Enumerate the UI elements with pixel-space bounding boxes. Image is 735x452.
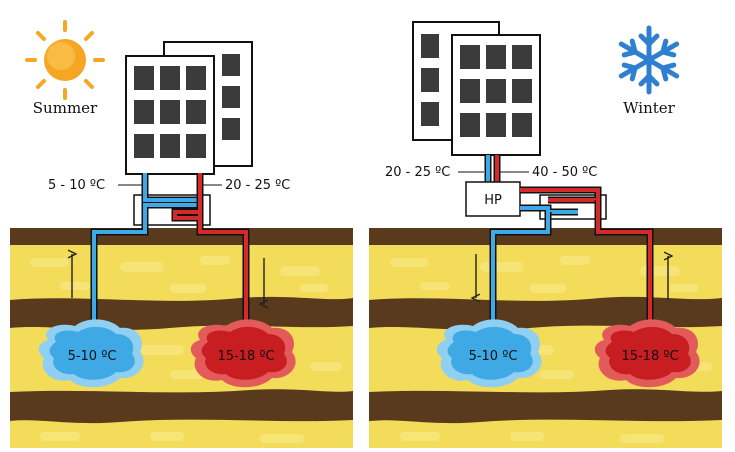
rock-band bbox=[369, 389, 722, 424]
cold-pipe-temp: 20 - 25 ºC bbox=[385, 165, 450, 180]
cold-zone: 5-10 ºC bbox=[38, 319, 144, 388]
cold-zone-temp: 5-10 ºC bbox=[469, 349, 518, 364]
solar-panel-front bbox=[451, 34, 541, 156]
rock-band bbox=[369, 296, 722, 330]
cold-pipe-temp: 5 - 10 ºC bbox=[48, 178, 105, 193]
ground-layers bbox=[369, 228, 722, 448]
winter-panel: Winter 20 - 25 bbox=[369, 21, 722, 448]
hot-pipe-temp: 40 - 50 ºC bbox=[532, 165, 597, 180]
sun-icon bbox=[25, 20, 105, 100]
hot-zone: 15-18 ºC bbox=[190, 319, 296, 388]
heat-pump: HP bbox=[465, 181, 521, 217]
hot-zone-temp: 15-18 ºC bbox=[217, 349, 274, 364]
hot-zone-temp: 15-18 ºC bbox=[621, 349, 678, 364]
cold-zone-temp: 5-10 ºC bbox=[68, 349, 117, 364]
snowflake-icon bbox=[618, 25, 680, 95]
season-label: Winter bbox=[623, 99, 676, 117]
cold-zone: 5-10 ºC bbox=[436, 319, 542, 388]
rock-band bbox=[10, 389, 353, 424]
heat-pump-label: HP bbox=[484, 193, 502, 208]
hot-pipe-temp: 20 - 25 ºC bbox=[225, 178, 290, 193]
solar-panel-front bbox=[125, 55, 215, 175]
hot-zone: 15-18 ºC bbox=[594, 319, 700, 388]
season-label: Summer bbox=[33, 99, 98, 117]
rock-band bbox=[10, 228, 353, 245]
summer-panel: Summer 5 - 10 bbox=[10, 20, 353, 448]
